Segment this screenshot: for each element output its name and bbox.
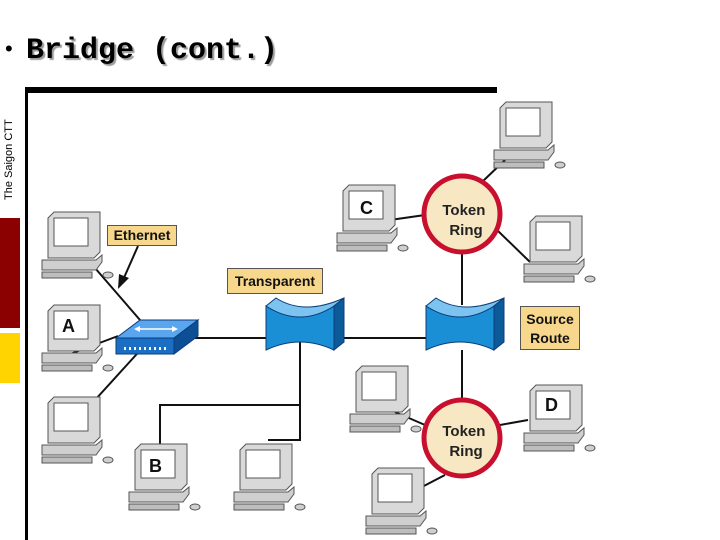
svg-text:Token Ring: Token Ring [442, 423, 489, 460]
ring-lower-line1: Token [442, 423, 485, 440]
computer-b-label: B [149, 456, 162, 476]
ethernet-label-text: Ethernet [113, 227, 171, 243]
token-ring-upper: Token Ring [421, 173, 503, 255]
computer-icon [493, 101, 566, 169]
ring-lower-line2: Ring [449, 443, 482, 460]
computer-c-label: C [360, 198, 373, 218]
slide-title: Bridge (cont.) [26, 34, 279, 68]
computer-a-icon [41, 304, 114, 372]
sidebar-yellow-bar [0, 333, 20, 383]
transparent-bridge-icon [265, 296, 345, 352]
ethernet-arrow [118, 245, 139, 289]
computer-icon [523, 215, 596, 283]
ethernet-label: Ethernet [107, 225, 177, 246]
computer-icon [233, 443, 306, 511]
transparent-label: Transparent [227, 268, 323, 294]
title-bullet: • [5, 36, 13, 61]
left-rule [25, 87, 28, 540]
computer-icon [41, 396, 114, 464]
computer-icon [349, 365, 422, 433]
source-route-bridge-icon [425, 296, 505, 352]
svg-text:Token Ring: Token Ring [442, 202, 489, 239]
title-rule [25, 87, 497, 93]
token-ring-lower: Token Ring [421, 397, 503, 479]
computer-icon [41, 211, 114, 279]
computer-icon [365, 467, 438, 535]
computer-b-icon [128, 443, 201, 511]
source-route-label: Source Route [520, 306, 580, 350]
source-route-label-text: Source Route [526, 311, 574, 346]
ring-upper-line1: Token [442, 202, 485, 219]
computer-d-icon [523, 384, 596, 452]
computer-a-label: A [62, 316, 75, 336]
ring-upper-line2: Ring [449, 222, 482, 239]
transparent-label-text: Transparent [234, 273, 316, 289]
computer-d-label: D [545, 395, 558, 415]
ethernet-switch-icon [114, 319, 200, 355]
sidebar-red-bar [0, 218, 20, 328]
